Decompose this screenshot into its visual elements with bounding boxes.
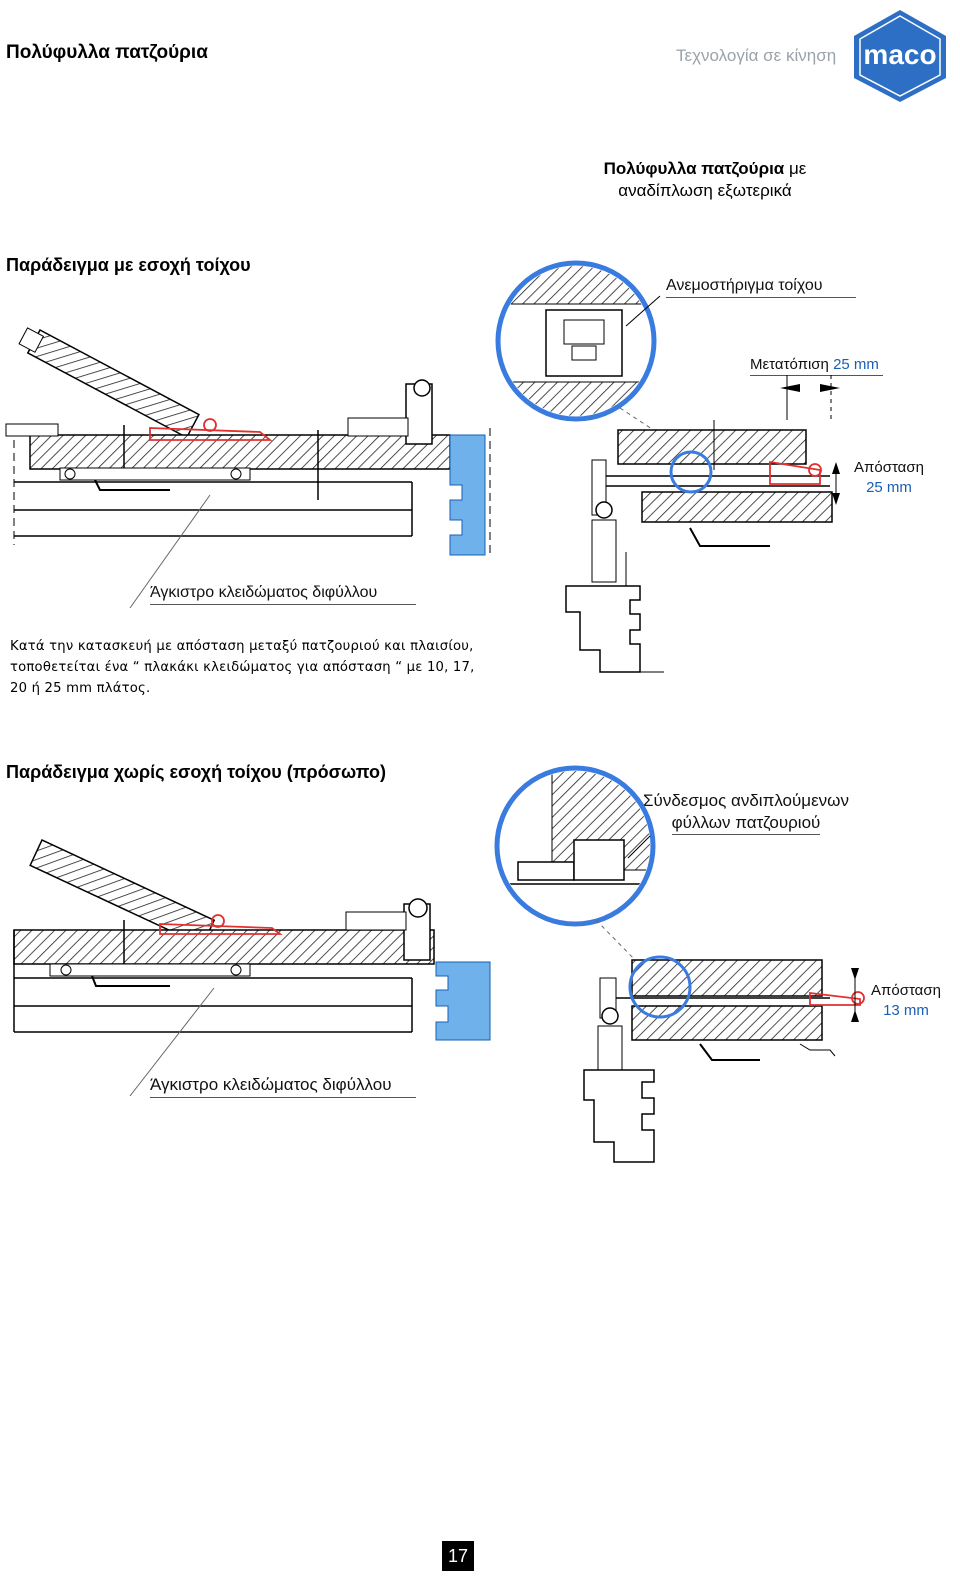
page-number: 17 <box>442 1541 474 1571</box>
section2-heading: Παράδειγμα χωρίς εσοχή τοίχου (πρόσωπο) <box>6 762 386 782</box>
drawing-1-left <box>5 327 491 609</box>
svg-text:maco: maco <box>863 39 936 70</box>
drawing-1-right <box>495 260 840 673</box>
explanation-paragraph: Κατά την κατασκευή με απόσταση μεταξύ πα… <box>10 639 475 696</box>
subtitle-line2: αναδίπλωση εξωτερικά <box>618 181 792 200</box>
document-subtitle: Πολύφυλλα πατζούρια με αναδίπλωση εξωτερ… <box>560 158 850 202</box>
header-tagline: Τεχνολογία σε κίνηση <box>676 46 837 65</box>
drawing-2-left <box>13 839 491 1097</box>
page-header-title: Πολύφυλλα πατζούρια <box>6 42 208 63</box>
subtitle-rest: με <box>784 159 807 178</box>
section1-heading: Παράδειγμα με εσοχή τοίχου <box>6 255 251 275</box>
label-hook-2: Άγκιστρο κλειδώματος διφύλλου <box>150 1075 416 1098</box>
label-wind-brace: Ανεμοστήριγμα τοίχου <box>666 277 856 298</box>
subtitle-bold: Πολύφυλλα πατζούρια <box>603 159 785 178</box>
label-offset: Μετατόπιση 25 mm <box>750 356 883 376</box>
drawing-2-right <box>494 765 865 1163</box>
label-hook-1: Άγκιστρο κλειδώματος διφύλλου <box>150 584 416 605</box>
label-link-leaves: Σύνδεσμος ανδιπλούμενων φύλλων πατζουριο… <box>636 790 856 835</box>
maco-logo: maco <box>854 10 946 102</box>
